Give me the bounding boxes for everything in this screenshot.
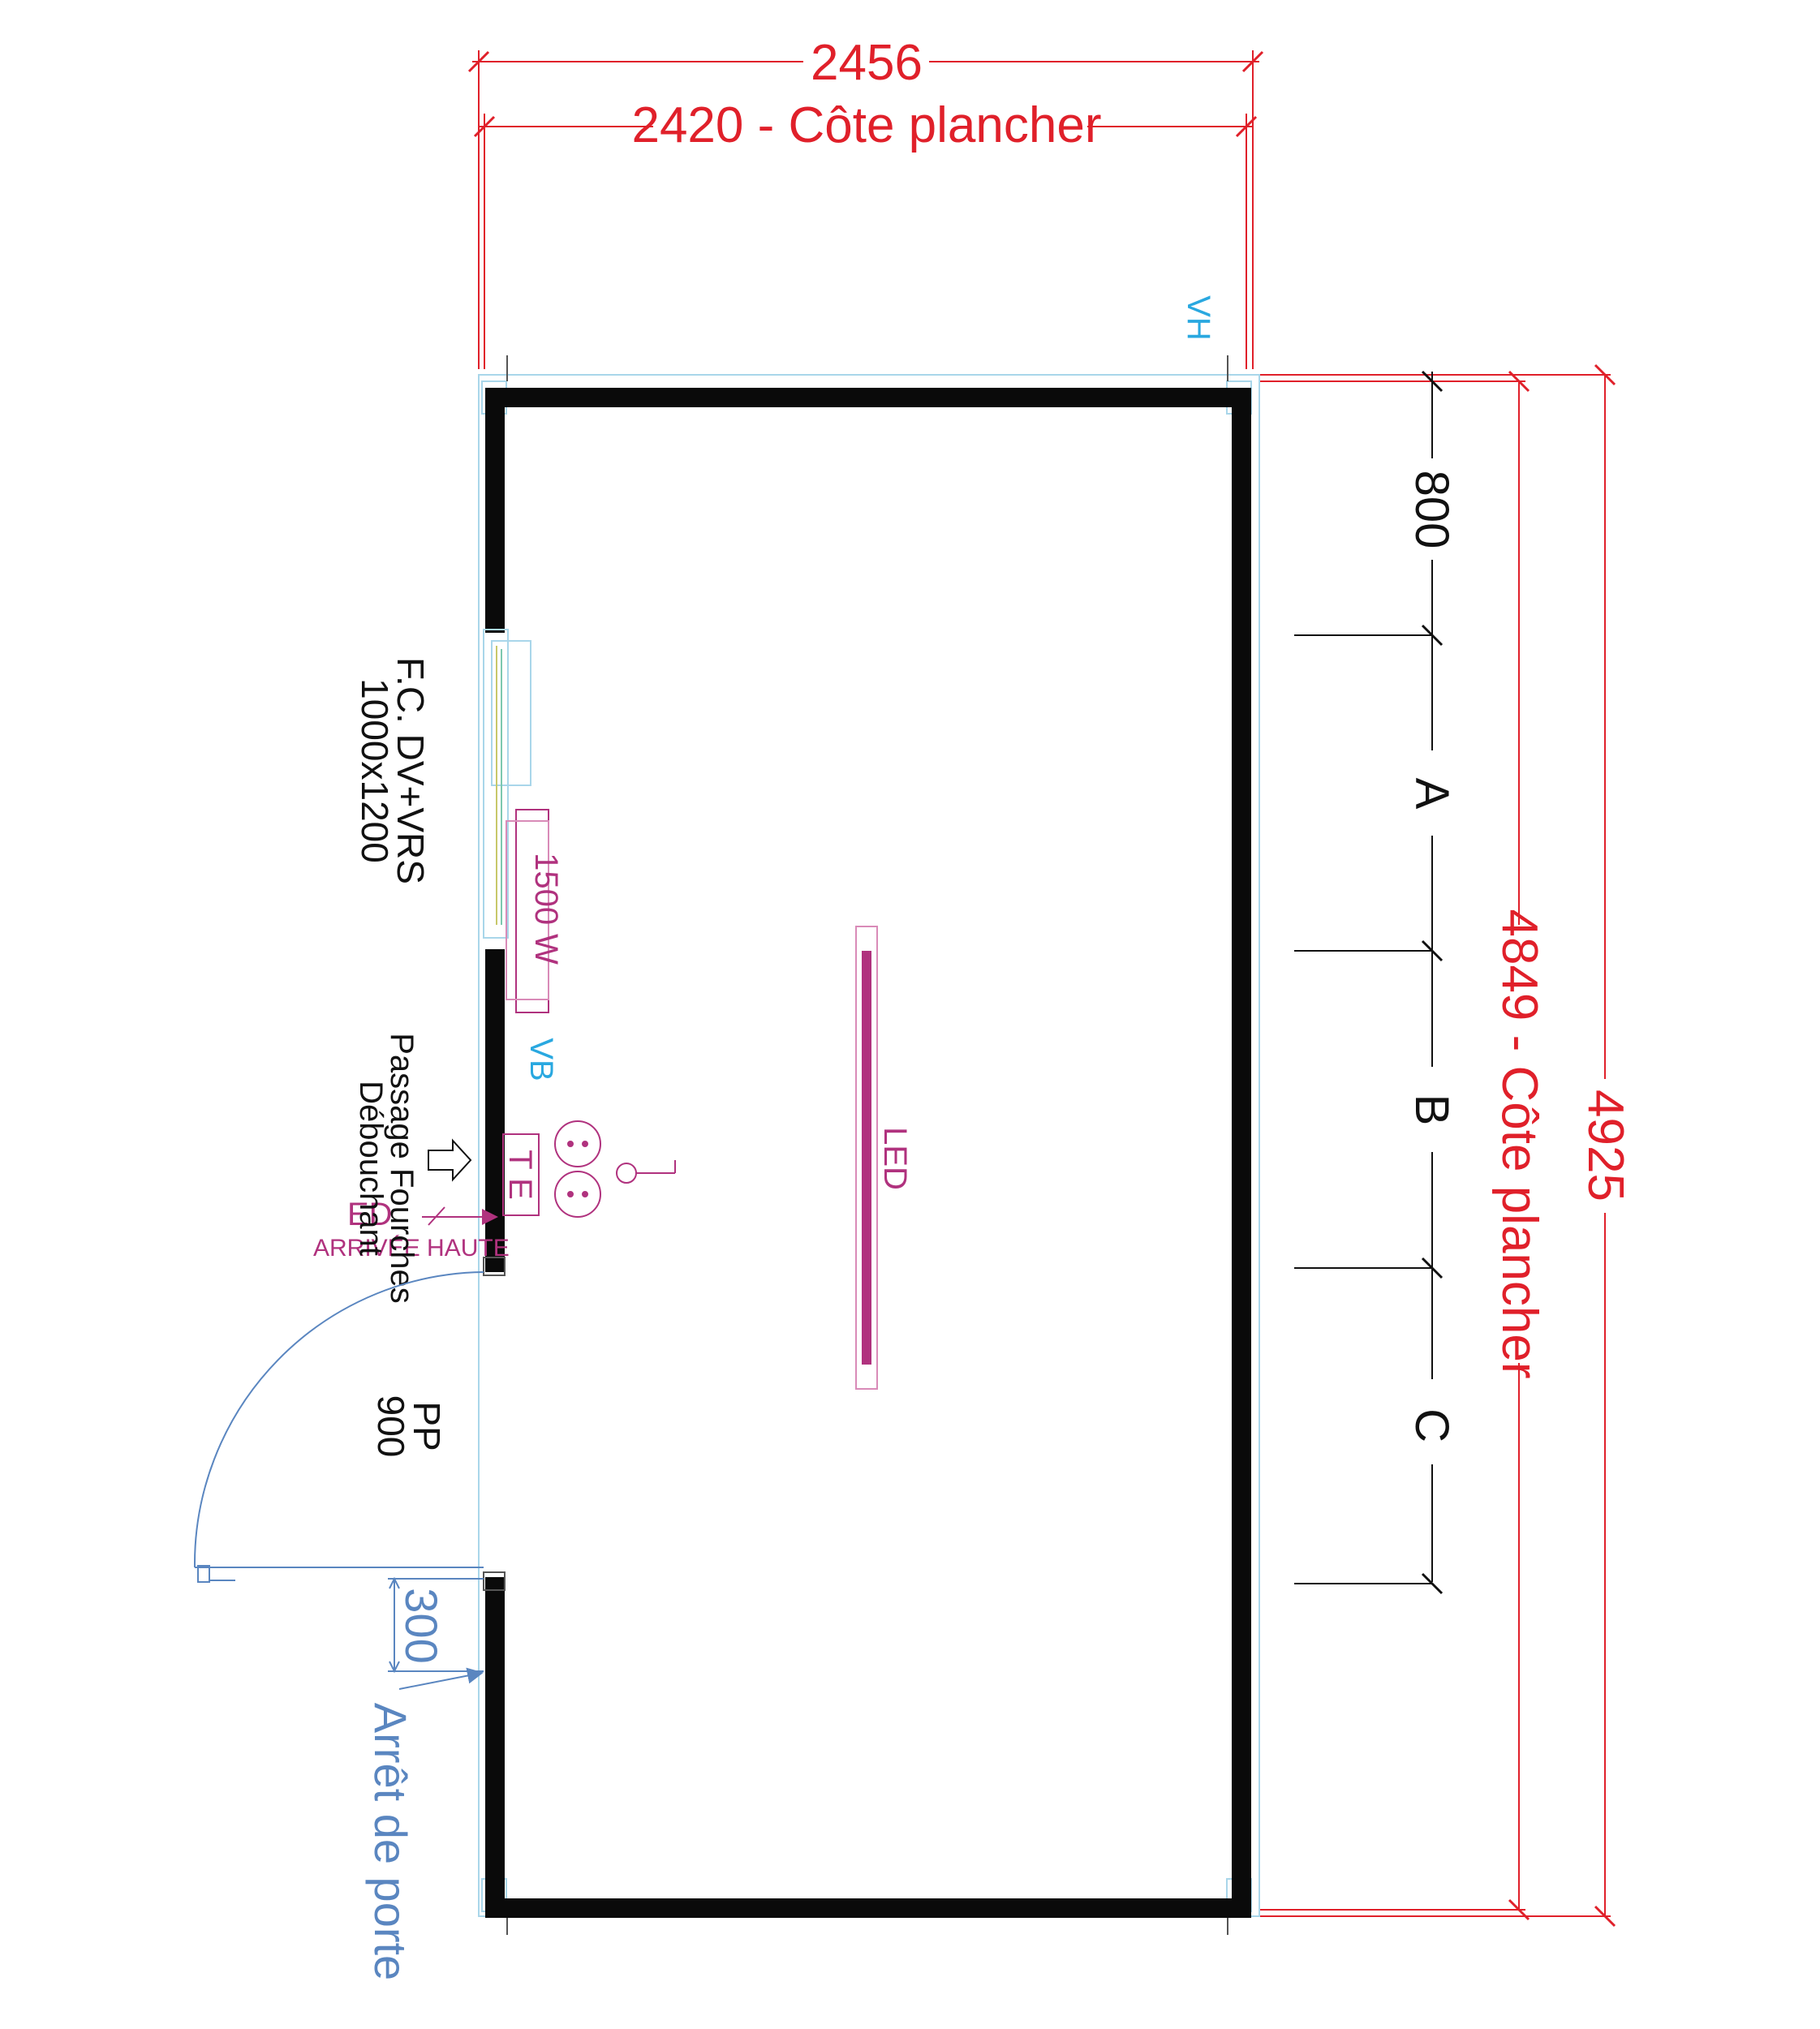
bay-label-b: B (1405, 1094, 1458, 1126)
socket-icon (554, 1120, 601, 1218)
window-label-line2: 1000x1200 (354, 678, 396, 863)
led-label: LED (877, 1127, 913, 1190)
window-frame (483, 629, 531, 939)
heater (506, 809, 549, 1013)
door-stop-dimension (388, 1576, 484, 1690)
door-stop-label: Arrêt de porte (365, 1703, 416, 1980)
bay-dimension-lines (1294, 370, 1444, 1595)
passage-label-line1: Passage Fourches (384, 1033, 420, 1304)
bay-label-a: A (1405, 778, 1458, 810)
window-label-line1: F.C. DV+VRS (389, 657, 432, 884)
electrical-box (502, 1133, 540, 1216)
door-label: PP 900 (370, 1395, 448, 1458)
axis-ticks (506, 355, 1228, 1935)
dim-floor-length: 4849 - Côte plancher (1491, 909, 1547, 1378)
right-dimensions (1259, 363, 1616, 1928)
passage-label: Passage Fourches Débouchant (353, 1033, 420, 1304)
door (193, 1257, 506, 1591)
te-label: T E (502, 1150, 538, 1200)
forklift-arrow-icon (428, 1138, 472, 1182)
passage-label-line2: Débouchant (353, 1081, 389, 1256)
dim-stop-offset: 300 (396, 1588, 447, 1663)
door-label-line2: 900 (370, 1395, 412, 1458)
heater-label: 1500 W (528, 853, 564, 965)
label-vh: VH (1181, 295, 1216, 341)
led-light (855, 926, 878, 1390)
ed-label: ED (347, 1197, 393, 1232)
switch-icon (616, 1160, 676, 1184)
dim-floor-width: 2420 - Côte plancher (631, 97, 1101, 153)
ed-sub-label: ARRIVÉE HAUTE (313, 1235, 510, 1262)
dim-first-bay: 800 (1405, 471, 1458, 549)
top-dimensions (467, 50, 1264, 369)
label-vb: VB (523, 1038, 559, 1081)
dim-overall-length: 4925 (1577, 1090, 1633, 1201)
door-label-line1: PP (406, 1401, 448, 1451)
ed-angle (428, 1206, 445, 1226)
bay-label-c: C (1405, 1408, 1458, 1442)
window-label: F.C. DV+VRS 1000x1200 (354, 657, 432, 884)
dim-overall-width: 2456 (811, 35, 923, 91)
walls (485, 388, 1251, 1918)
